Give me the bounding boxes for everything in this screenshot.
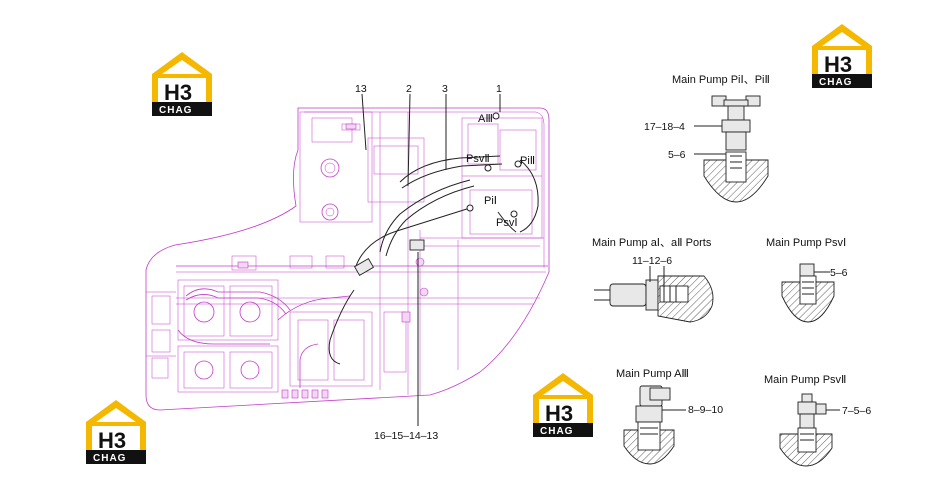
detail-psv2-callout: 7–5–6 (842, 405, 871, 417)
logo-middle: H3 CHAG (533, 373, 593, 437)
callout-2: 2 (406, 83, 412, 95)
port-label-psv2: PsvⅡ (466, 153, 490, 165)
port-label-pi2: PiⅡ (520, 155, 535, 167)
hydraulic-hoses (328, 112, 539, 365)
detail-a3-callout: 8–9–10 (688, 404, 723, 416)
detail-pi-title: Main Pump PiⅠ、PiⅡ (672, 74, 770, 86)
logo-letters: H3 (164, 80, 192, 105)
callout-3: 3 (442, 83, 448, 95)
port-label-pi1: PiⅠ (484, 195, 497, 207)
detail-pi: Main Pump PiⅠ、PiⅡ (672, 74, 770, 203)
callout-13-top: 13 (355, 83, 367, 95)
detail-psv2-title: Main Pump PsvⅡ (764, 374, 846, 386)
logo-bottom-left: H3 CHAG (86, 400, 146, 464)
detail-a-ports-callout: 11–12–6 (632, 255, 672, 267)
logo-word: CHAG (819, 77, 852, 88)
logo-top-left: H3 CHAG (152, 52, 212, 116)
callout-1: 1 (496, 83, 502, 95)
detail-psv1: Main Pump PsvⅠ (766, 237, 846, 323)
detail-a3: Main Pump AⅢ (616, 368, 689, 465)
logo-letters: H3 (824, 52, 852, 77)
detail-psv1-title: Main Pump PsvⅠ (766, 237, 846, 249)
detail-pi-callout-b: 5–6 (668, 149, 686, 161)
logo-word: CHAG (540, 426, 573, 437)
detail-a-ports: Main Pump aⅠ、aⅡ Ports (592, 237, 714, 323)
detail-pi-callout-a: 17–18–4 (644, 121, 685, 133)
port-label-a3: AⅢ (478, 113, 493, 125)
detail-a3-title: Main Pump AⅢ (616, 368, 689, 380)
detail-psv2: Main Pump PsvⅡ (764, 374, 846, 467)
logo-top-right: H3 CHAG (812, 24, 872, 88)
logo-letters: H3 (98, 428, 126, 453)
port-label-psv1: PsvⅠ (496, 217, 518, 229)
logo-letters: H3 (545, 401, 573, 426)
main-callout-leaders (361, 93, 501, 426)
detail-psv1-callout: 5–6 (830, 267, 848, 279)
logo-word: CHAG (159, 105, 192, 116)
detail-a-ports-title: Main Pump aⅠ、aⅡ Ports (592, 237, 712, 249)
logo-word: CHAG (93, 453, 126, 464)
callout-bottom-group: 16–15–14–13 (374, 430, 438, 442)
